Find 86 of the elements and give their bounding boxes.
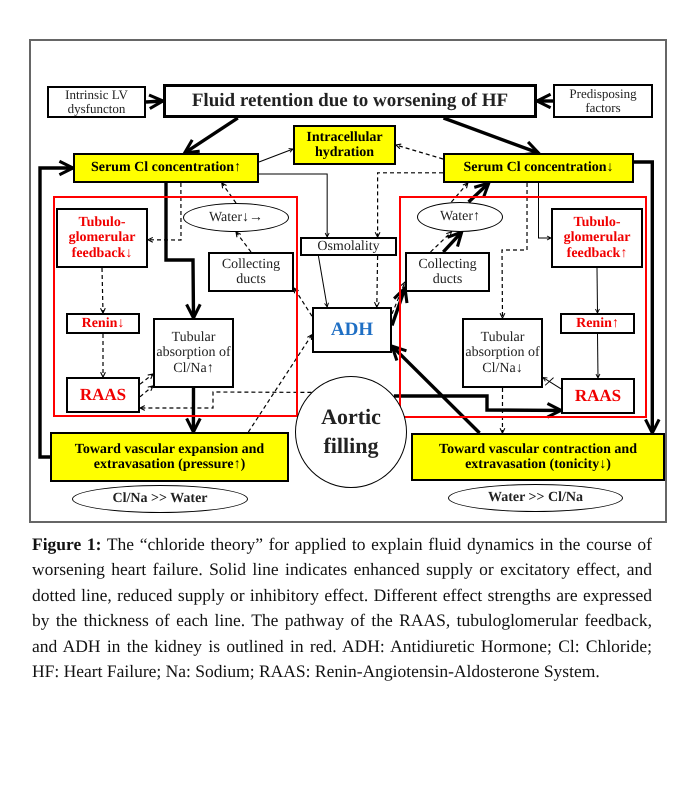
hormone-box xyxy=(312,307,392,353)
process-box xyxy=(153,318,234,388)
node-label: Water↑ xyxy=(440,209,480,225)
process-box xyxy=(66,377,140,413)
arrow xyxy=(467,181,490,204)
arrow xyxy=(258,148,294,162)
node-label: Collecting ducts xyxy=(220,256,282,288)
process-box xyxy=(56,208,148,268)
kidney-pathway-outline xyxy=(399,196,647,418)
node-label: Water↓→ xyxy=(208,210,264,226)
node-label: Tubulo-glomerular feedback↑ xyxy=(562,214,632,262)
arrow xyxy=(38,160,75,459)
arrow xyxy=(146,93,165,110)
process-box xyxy=(208,252,294,292)
arrow xyxy=(140,373,154,385)
node-label: Predisposing factors xyxy=(568,86,638,116)
arrow xyxy=(392,394,563,419)
node-label: Tubulo-glomerular feedback↓ xyxy=(68,214,136,262)
process-box xyxy=(300,237,397,256)
process-box xyxy=(462,318,543,388)
node-label: Water >> Cl/Na xyxy=(488,490,584,506)
arrow xyxy=(147,183,182,243)
highlight-box xyxy=(50,432,289,482)
node-label: Fluid retention due to worsening of HF xyxy=(192,90,508,112)
process-box xyxy=(47,86,146,118)
process-box xyxy=(405,252,490,292)
node-label: Toward vascular contraction and extravasation (tonicity↓) xyxy=(438,442,638,472)
arrow xyxy=(500,183,528,319)
node-label: RAAS xyxy=(80,386,126,404)
arrow xyxy=(538,182,552,240)
arrow xyxy=(374,256,380,308)
node-label: ADH xyxy=(330,320,374,340)
arrow xyxy=(500,388,506,434)
arrow xyxy=(318,256,329,308)
node-label: Collecting ducts xyxy=(417,256,478,288)
heading-box xyxy=(163,84,537,118)
node-label: Osmolality xyxy=(317,238,380,254)
arrow xyxy=(390,344,481,434)
process-box xyxy=(553,84,653,118)
process-box xyxy=(561,378,635,414)
arrow xyxy=(140,385,154,398)
arrow xyxy=(442,230,464,254)
process-box xyxy=(551,208,643,268)
process-box xyxy=(560,313,635,334)
arrow xyxy=(139,391,312,411)
node-label: Renin↓ xyxy=(82,316,124,332)
kidney-pathway-outline xyxy=(53,196,298,417)
arrow xyxy=(542,377,562,390)
figure-caption: Figure 1: The “chloride theory” for applied to explain fluid dynamics in the course of worsening heart failure. Solid line indicates enhanced supply or excitatory effect, and dotted line, reduced supply or inhibitory effect. Different effect strengths are expressed by the thickness of each line. The pathway of the RAAS, tubuloglomerular feedback, and ADH in the kidney is outlined in red. ADH: Antidiuretic Hormone; Cl: Chloride; HF: Heart Failure; Na: Sodium; RAAS: Renin-Angiotensin-Aldosterone System. xyxy=(32,533,652,683)
highlight-box xyxy=(73,153,259,183)
highlight-box xyxy=(443,153,634,183)
oval-node xyxy=(183,203,289,232)
node-label: Cl/Na >> Water xyxy=(112,491,208,507)
arrow xyxy=(235,231,252,252)
arrow xyxy=(100,334,106,378)
node-label: Tubular absorption of Cl/Na↓ xyxy=(464,330,541,376)
arrow xyxy=(391,281,406,314)
arrow xyxy=(535,92,553,110)
arrow xyxy=(430,231,452,252)
arrow xyxy=(293,287,312,317)
node-label: RAAS xyxy=(574,386,622,406)
node-label: Tubular absorption of Cl/Na↑ xyxy=(155,330,232,376)
node-label: Aortic filling xyxy=(320,403,382,460)
node-label: Toward vascular expansion and extravasation (pressure↑) xyxy=(74,442,266,472)
arrow xyxy=(634,160,661,435)
node-label: Serum Cl concentration↑ xyxy=(90,160,242,176)
node-label: Intrinsic LV dysfuncton xyxy=(64,88,129,116)
arrow xyxy=(450,182,468,202)
arrow xyxy=(183,116,239,155)
arrow xyxy=(595,268,600,314)
process-box xyxy=(66,313,140,334)
arrow xyxy=(185,388,202,434)
arrow xyxy=(390,286,408,326)
highlight-box xyxy=(411,433,665,481)
arrow xyxy=(596,334,600,378)
arrow xyxy=(248,334,313,432)
arrow xyxy=(164,183,202,320)
node-label: Renin↑ xyxy=(576,316,619,332)
arrow xyxy=(221,182,236,204)
arrow xyxy=(100,268,106,314)
node-label: Serum Cl concentration↓ xyxy=(463,160,614,176)
arrow xyxy=(258,174,330,238)
highlight-box xyxy=(293,125,396,165)
arrow xyxy=(374,172,443,238)
node-label: Intracellular hydration xyxy=(305,130,384,160)
arrow xyxy=(395,144,444,160)
